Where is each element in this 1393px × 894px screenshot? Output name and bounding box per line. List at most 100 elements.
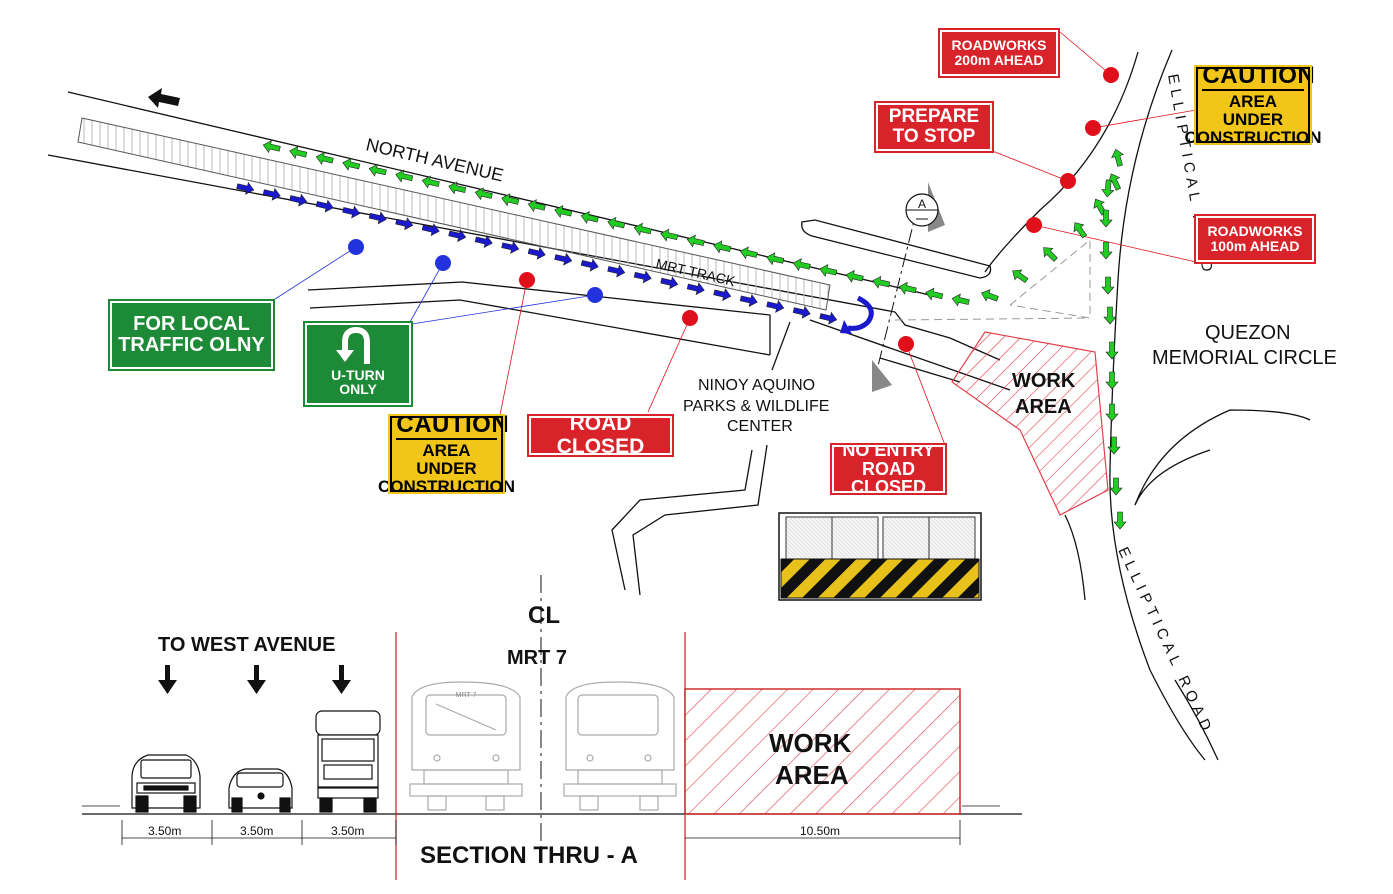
blue-arrow <box>792 305 811 319</box>
dimension-label-1: 3.50m <box>148 824 182 838</box>
green-arrow <box>1105 403 1119 422</box>
ninoy-label-3: CENTER <box>727 418 793 435</box>
caution-mid-line2: CONSTRUCTION <box>378 477 515 497</box>
caution-mid-line1: AREA UNDER <box>416 441 477 479</box>
green-arrow <box>898 281 917 295</box>
green-arrow <box>607 216 626 230</box>
green-arrow <box>872 275 891 289</box>
u-turn-sign: U-TURN ONLY <box>303 321 413 407</box>
green-arrow <box>1012 269 1029 284</box>
elliptical-road-lower: ELLIPTICAL ROAD <box>1114 545 1216 738</box>
green-arrow <box>1113 511 1127 530</box>
green-arrow <box>262 140 281 154</box>
green-arrow <box>925 287 944 301</box>
blue-arrow <box>527 246 546 260</box>
mrt7-label: MRT 7 <box>507 647 567 669</box>
blue-arrow <box>819 311 838 325</box>
blue-arrow <box>395 217 414 231</box>
prepare-line1: PREPARE <box>888 106 980 128</box>
green-arrow <box>686 234 705 248</box>
green-arrow <box>1109 477 1123 496</box>
no-entry-line2: ROAD CLOSED <box>850 458 926 498</box>
blue-arrow <box>686 282 705 296</box>
truck-vehicle <box>315 710 381 813</box>
green-arrow <box>845 269 864 283</box>
blue-arrow <box>607 264 626 278</box>
caution-top-line1: AREA UNDER <box>1222 92 1284 130</box>
quezon-label-2: MEMORIAL CIRCLE <box>1152 347 1337 369</box>
green-arrow <box>1073 222 1088 239</box>
plan-work-area <box>951 331 1109 516</box>
green-arrow <box>368 163 387 177</box>
mrt-train-right <box>563 681 677 811</box>
green-arrow <box>951 293 970 307</box>
green-arrow <box>315 151 334 165</box>
roadworks-100m-line1: ROADWORKS <box>1207 223 1303 240</box>
roadworks-100m-sign: ROADWORKS 100m AHEAD <box>1194 214 1316 264</box>
green-arrow <box>1103 306 1117 325</box>
prepare-to-stop-sign: PREPARE TO STOP <box>874 101 994 153</box>
blue-arrow <box>421 223 440 237</box>
plan-work-area-label-1: WORK <box>1012 370 1076 392</box>
pickup-truck <box>131 754 201 813</box>
green-arrow <box>1105 371 1119 390</box>
blue-arrow <box>368 211 387 225</box>
u-turn-line1: U-TURN <box>331 366 385 383</box>
green-arrow <box>713 240 732 254</box>
green-arrow <box>342 157 361 171</box>
green-arrow <box>819 264 838 277</box>
green-arrow <box>1107 436 1121 455</box>
section-work-area-label-2: AREA <box>775 760 849 790</box>
green-arrow <box>1105 341 1119 360</box>
blue-arrow <box>236 181 255 195</box>
no-entry-line1: NO ENTRY <box>842 439 935 460</box>
junction-island <box>894 238 1091 321</box>
caution-top-line2: CONSTRUCTION <box>1184 128 1322 148</box>
u-turn-icon <box>336 326 370 364</box>
blue-traffic-arrows <box>236 181 838 325</box>
green-arrow <box>474 187 493 201</box>
green-arrow <box>448 181 467 195</box>
no-entry-sign: NO ENTRY ROAD CLOSED <box>830 440 947 497</box>
blue-arrow <box>633 270 652 284</box>
green-arrow <box>527 199 546 213</box>
elliptical-road <box>984 49 1311 761</box>
mrt-track <box>77 117 831 311</box>
green-arrow <box>421 175 440 189</box>
green-arrow <box>289 146 308 159</box>
caution-sign-top: CAUTION AREA UNDER CONSTRUCTION <box>1185 63 1322 146</box>
blue-arrow <box>739 294 758 307</box>
green-arrow <box>792 258 811 272</box>
road-barrier <box>778 512 982 601</box>
sign-leader-lines <box>271 31 1197 446</box>
roadworks-200m-line2: 200m AHEAD <box>954 52 1044 68</box>
caution-sign-mid: CAUTION AREA UNDER CONSTRUCTION <box>378 412 515 495</box>
blue-arrow <box>580 258 599 272</box>
for-local-line1: FOR LOCAL <box>133 313 250 335</box>
west-avenue-arrows <box>158 665 351 694</box>
roadworks-200m-line1: ROADWORKS <box>951 37 1047 54</box>
green-arrow <box>739 246 758 260</box>
blue-arrow <box>554 252 573 266</box>
prepare-line2: TO STOP <box>892 126 976 147</box>
direction-arrow <box>148 88 180 108</box>
plan-work-area-label-2: AREA <box>1015 396 1072 418</box>
green-arrow <box>981 289 999 302</box>
caution-top-head: CAUTION <box>1202 63 1315 92</box>
section-marker-label: A <box>918 197 926 211</box>
blue-arrow <box>660 276 679 290</box>
section-work-area <box>684 688 961 815</box>
green-arrow <box>660 228 679 242</box>
for-local-traffic-sign: FOR LOCAL TRAFFIC OLNY <box>108 299 275 371</box>
park-access-road <box>611 321 791 596</box>
centerline-label: CL <box>528 602 560 629</box>
green-arrow <box>501 193 520 207</box>
green-arrow <box>766 252 785 266</box>
green-arrow <box>1101 179 1115 198</box>
dimension-lines <box>121 820 961 845</box>
section-work-area-label-1: WORK <box>769 728 852 758</box>
road-closed-text: ROAD CLOSED <box>556 412 645 458</box>
green-arrow <box>1111 148 1124 167</box>
section-title: SECTION THRU - A <box>420 842 638 869</box>
